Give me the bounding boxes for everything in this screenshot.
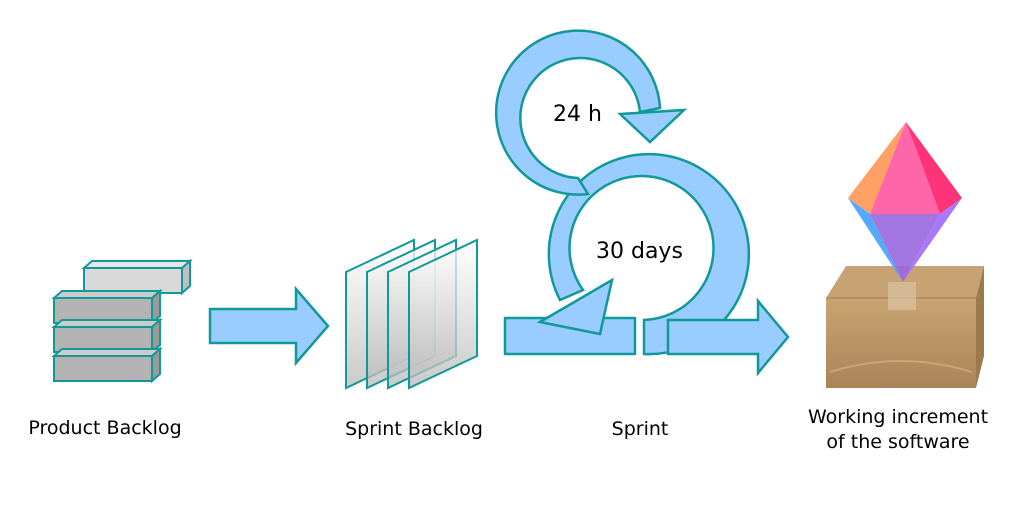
sprint-loop — [503, 152, 790, 377]
daily-ring — [494, 29, 662, 196]
daily-loop — [494, 29, 688, 196]
increment-label-line2: of the software — [826, 431, 970, 453]
increment-label-line1: Working increment — [807, 406, 989, 428]
increment-box — [826, 266, 984, 388]
sprint-backlog-label: Sprint Backlog — [345, 418, 483, 440]
backlog-block-3 — [51, 346, 163, 384]
sprint-ring-arrowhead — [536, 277, 614, 336]
sprint-out-arrow — [666, 297, 790, 377]
backlog-block-2 — [51, 317, 163, 355]
flow-arrow-1 — [208, 285, 330, 367]
sprint-backlog-sheets — [345, 238, 478, 390]
product-backlog-stack — [51, 258, 193, 384]
backlog-block-top — [81, 258, 193, 296]
sprint-label: Sprint — [611, 418, 669, 440]
daily-ring-arrowhead — [617, 108, 688, 144]
product-backlog-label: Product Backlog — [28, 417, 182, 439]
sheet-4 — [408, 238, 478, 390]
daily-cycle-label: 24 h — [553, 102, 602, 127]
sprint-ring — [547, 152, 751, 356]
sprint-cycle-label: 30 days — [596, 239, 683, 264]
backlog-block-1 — [51, 288, 163, 326]
increment-gem — [848, 122, 962, 282]
